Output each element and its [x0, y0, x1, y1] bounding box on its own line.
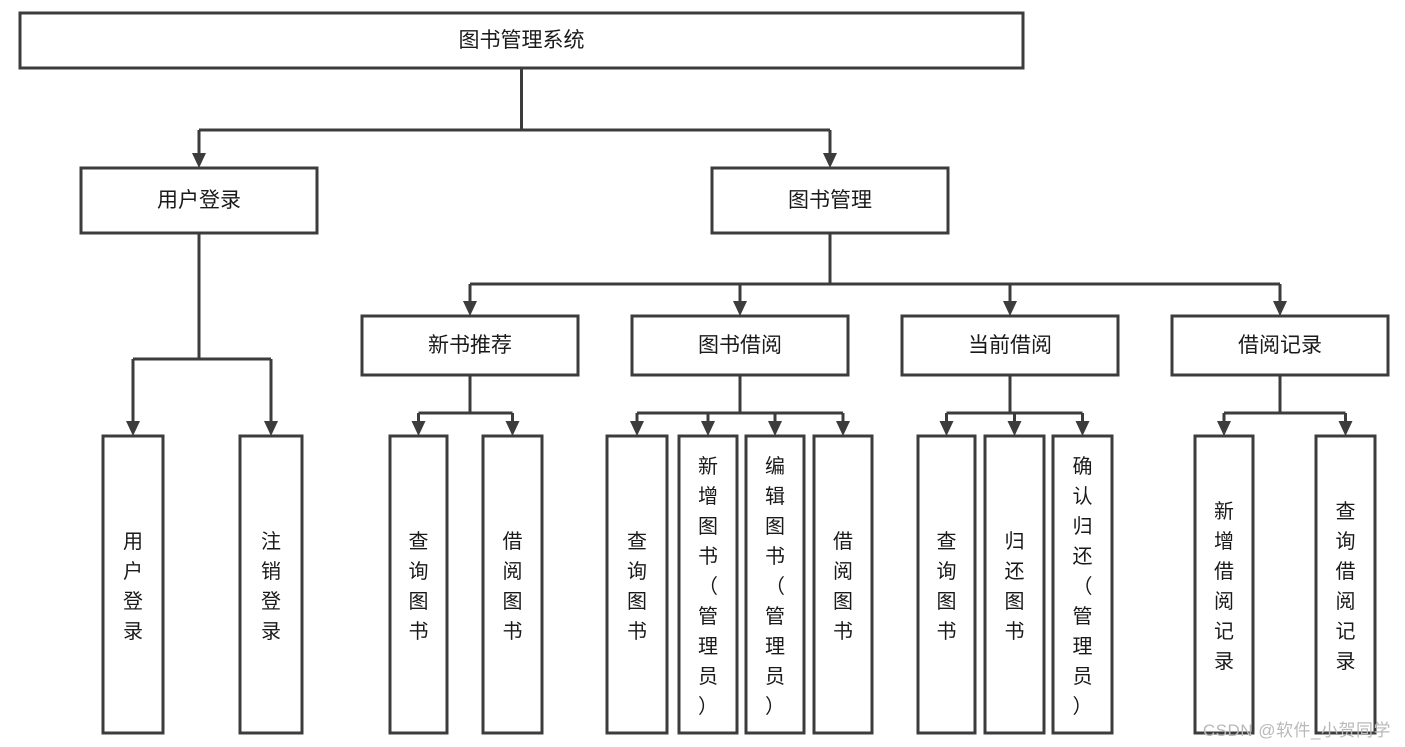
arrow-head-icon: [733, 301, 747, 316]
arrow-head-icon: [411, 421, 426, 436]
node-box-leaf-edit-book[interactable]: [744, 434, 806, 735]
node-box-leaf-borrow-book[interactable]: [812, 434, 874, 735]
node-box-current-borrow[interactable]: [900, 314, 1120, 377]
node-box-root[interactable]: [18, 11, 1025, 70]
connectors-layer: [126, 68, 1353, 436]
edge-bookborrow-to-leaves: [630, 375, 850, 436]
node-label-book-borrow: 图书借阅: [698, 334, 782, 357]
node-label-leaf-edit-book: 编辑图书（管理员）: [765, 455, 785, 718]
node-box-leaf-borrow-book-rec[interactable]: [481, 434, 544, 735]
arrow-head-icon: [939, 421, 954, 436]
node-box-leaf-user-logout[interactable]: [238, 434, 304, 735]
node-box-leaf-query-book-cur[interactable]: [916, 434, 977, 735]
node-box-leaf-query-book-bor[interactable]: [605, 434, 669, 735]
node-leaf-return-book[interactable]: 归还图书: [983, 434, 1046, 735]
node-leaf-edit-book[interactable]: 编辑图书（管理员）: [744, 434, 806, 735]
node-box-leaf-query-book-rec[interactable]: [388, 434, 449, 735]
node-box-user-login[interactable]: [79, 166, 319, 235]
node-box-book-manage[interactable]: [710, 166, 950, 235]
node-leaf-user-login[interactable]: 用户登录: [101, 434, 165, 735]
node-root[interactable]: 图书管理系统: [18, 11, 1025, 70]
arrow-head-icon: [1003, 301, 1017, 316]
node-box-leaf-add-book[interactable]: [677, 434, 739, 735]
arrow-head-icon: [1075, 421, 1090, 436]
node-label-leaf-return-book: 归还图书: [1005, 530, 1025, 643]
node-label-leaf-query-book-cur: 查询图书: [937, 530, 957, 643]
node-leaf-query-book-bor[interactable]: 查询图书: [605, 434, 669, 735]
arrow-head-icon: [264, 421, 278, 436]
arrow-head-icon: [1217, 421, 1231, 436]
node-leaf-query-book-cur[interactable]: 查询图书: [916, 434, 977, 735]
node-user-login[interactable]: 用户登录: [79, 166, 319, 235]
arrow-head-icon: [836, 421, 850, 436]
node-box-leaf-add-record[interactable]: [1193, 434, 1255, 735]
node-leaf-add-book[interactable]: 新增图书（管理员）: [677, 434, 739, 735]
node-label-current-borrow: 当前借阅: [968, 334, 1052, 357]
node-leaf-borrow-book[interactable]: 借阅图书: [812, 434, 874, 735]
edge-currentborrow-to-leaves: [939, 375, 1090, 436]
node-box-leaf-query-record[interactable]: [1314, 434, 1377, 735]
node-box-leaf-user-login[interactable]: [101, 434, 165, 735]
node-label-leaf-query-book-rec: 查询图书: [409, 530, 429, 643]
node-box-leaf-return-book[interactable]: [983, 434, 1046, 735]
node-box-borrow-record[interactable]: [1170, 314, 1390, 377]
arrow-head-icon: [463, 301, 477, 316]
node-leaf-confirm-return[interactable]: 确认归还（管理员）: [1051, 434, 1114, 735]
node-label-leaf-query-record: 查询借阅记录: [1336, 500, 1356, 673]
arrow-head-icon: [630, 421, 644, 436]
edge-userlogin-to-leaves: [126, 233, 278, 436]
node-box-book-borrow[interactable]: [630, 314, 850, 377]
node-label-leaf-borrow-book-rec: 借阅图书: [503, 530, 523, 643]
arrow-head-icon: [1007, 421, 1022, 436]
node-leaf-user-logout[interactable]: 注销登录: [238, 434, 304, 735]
node-current-borrow[interactable]: 当前借阅: [900, 314, 1120, 377]
node-borrow-record[interactable]: 借阅记录: [1170, 314, 1390, 377]
arrow-head-icon: [192, 153, 206, 168]
arrow-head-icon: [768, 421, 782, 436]
node-label-leaf-borrow-book: 借阅图书: [833, 530, 853, 643]
node-label-leaf-user-logout: 注销登录: [261, 530, 281, 643]
node-label-leaf-add-record: 新增借阅记录: [1214, 500, 1234, 673]
node-box-new-book-recommend[interactable]: [360, 314, 580, 377]
arrow-head-icon: [1338, 421, 1353, 436]
node-label-root: 图书管理系统: [459, 29, 585, 52]
node-label-leaf-confirm-return: 确认归还（管理员）: [1073, 455, 1093, 718]
node-new-book-recommend[interactable]: 新书推荐: [360, 314, 580, 377]
node-leaf-query-book-rec[interactable]: 查询图书: [388, 434, 449, 735]
arrow-head-icon: [1273, 301, 1287, 316]
node-book-manage[interactable]: 图书管理: [710, 166, 950, 235]
watermark-text: CSDN @软件_小贺同学: [1202, 721, 1391, 740]
arrow-head-icon: [823, 153, 837, 168]
node-label-user-login: 用户登录: [157, 189, 241, 212]
arrow-head-icon: [505, 421, 520, 436]
edge-bookmanage-to-level3: [463, 233, 1287, 316]
node-leaf-borrow-book-rec[interactable]: 借阅图书: [481, 434, 544, 735]
node-label-leaf-add-book: 新增图书（管理员）: [698, 455, 718, 718]
node-label-book-manage: 图书管理: [788, 189, 872, 212]
node-label-new-book-recommend: 新书推荐: [428, 334, 512, 357]
node-box-leaf-confirm-return[interactable]: [1051, 434, 1114, 735]
node-leaf-query-record[interactable]: 查询借阅记录: [1314, 434, 1377, 735]
node-label-leaf-query-book-bor: 查询图书: [627, 530, 647, 643]
node-book-borrow[interactable]: 图书借阅: [630, 314, 850, 377]
edge-newbook-to-leaves: [411, 375, 520, 436]
arrow-head-icon: [701, 421, 715, 436]
edge-borrowrecord-to-leaves: [1217, 375, 1353, 436]
arrow-head-icon: [126, 421, 140, 436]
node-label-leaf-user-login: 用户登录: [123, 531, 143, 643]
edge-root-to-level2: [192, 68, 837, 168]
node-label-borrow-record: 借阅记录: [1238, 334, 1322, 357]
nodes-layer: 图书管理系统用户登录图书管理新书推荐图书借阅当前借阅借阅记录用户登录注销登录查询…: [18, 11, 1390, 735]
node-leaf-add-record[interactable]: 新增借阅记录: [1193, 434, 1255, 735]
